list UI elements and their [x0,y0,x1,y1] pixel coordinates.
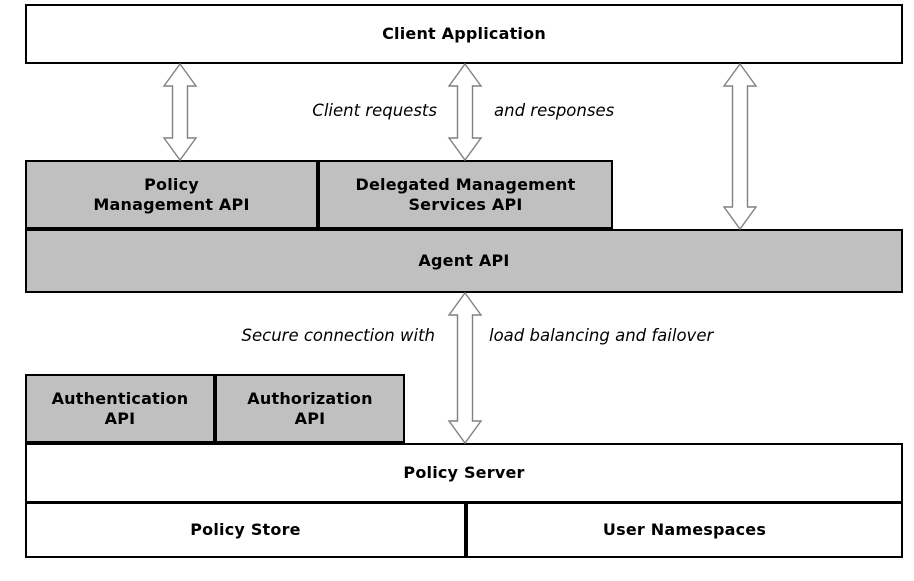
node-delegated-management-services-api-label: Delegated Management Services API [355,174,576,214]
annotation-and-responses: and responses [494,101,615,120]
node-authentication-api-label: Authentication API [51,388,189,428]
node-delegated-management-services-api: Delegated Management Services API [318,160,613,229]
node-policy-store: Policy Store [25,502,466,558]
node-agent-api-label: Agent API [418,251,510,271]
annotation-load-balancing-and-failover: load balancing and failover [489,326,714,345]
node-user-namespaces: User Namespaces [466,502,903,558]
connector-client-to-policy-management-api-icon [162,62,198,162]
connector-client-to-agent-api-icon [722,62,758,231]
annotation-client-requests: Client requests [312,101,437,120]
node-agent-api: Agent API [25,229,903,293]
node-policy-management-api: Policy Management API [25,160,318,229]
connector-client-to-delegated-management-api-icon [447,62,483,162]
node-policy-server-label: Policy Server [403,463,525,483]
node-client-application-label: Client Application [382,24,546,44]
node-policy-management-api-label: Policy Management API [93,174,250,214]
node-authorization-api-label: Authorization API [247,388,373,428]
node-authentication-api: Authentication API [25,374,215,443]
node-user-namespaces-label: User Namespaces [602,520,767,540]
node-policy-server: Policy Server [25,443,903,503]
connector-agent-api-to-policy-server-icon [447,291,483,445]
annotation-secure-connection-with: Secure connection with [241,326,436,345]
node-authorization-api: Authorization API [215,374,405,443]
node-client-application: Client Application [25,4,903,64]
node-policy-store-label: Policy Store [190,520,301,540]
